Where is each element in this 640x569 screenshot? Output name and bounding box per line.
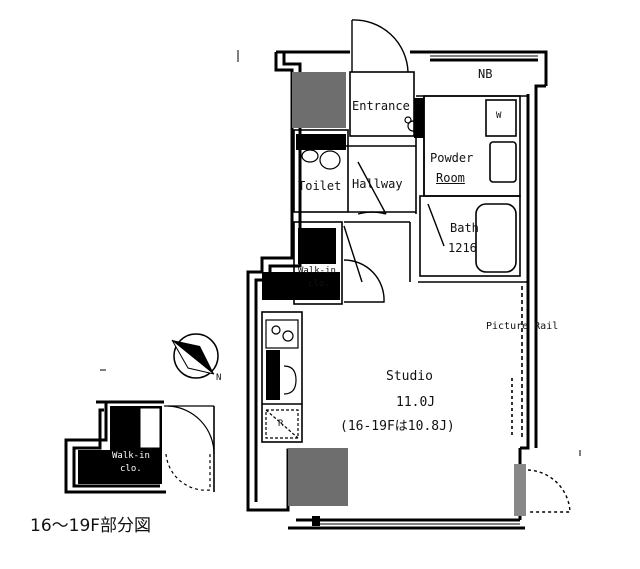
fridge-mark: R [278, 419, 284, 429]
hallway-door-swing [343, 225, 363, 283]
inset-caption: 16～19F部分図 [30, 516, 152, 536]
toilet-tank [296, 134, 346, 150]
powder-room-label-line2: Room [436, 171, 465, 185]
walk-in-fill-upper [298, 228, 336, 264]
right-window-block [514, 464, 526, 516]
column-bottom-left [288, 448, 348, 506]
studio-size-label: 11.0J [396, 395, 436, 410]
bottom-sill [312, 516, 320, 526]
walk-in-label-line1: Walk-in [298, 266, 336, 276]
solid-wall-blocks [262, 72, 526, 526]
bath-door-swing [427, 203, 445, 247]
interior-walls [261, 71, 528, 443]
north-compass-icon [171, 333, 219, 379]
column-top-left [292, 72, 346, 128]
walk-in-fill-lower [262, 272, 340, 300]
powder-room-label-line1: Powder [430, 151, 474, 165]
studio-label: Studio [386, 369, 433, 384]
bath-label: Bath [450, 221, 479, 235]
inset-walk-in-label-line1: Walk-in [112, 451, 150, 461]
entrance-label: Entrance [352, 99, 410, 113]
walk-in-door-swing [343, 259, 385, 303]
grid-ticks [100, 50, 581, 456]
toilet-label: Toilet [298, 179, 342, 193]
entry-door-swing [351, 19, 409, 73]
kitchen-fixtures [265, 319, 299, 439]
balcony-door-swing [527, 469, 571, 513]
inset-walk-in-label-line2: clo. [120, 464, 142, 474]
inset-plan [64, 400, 215, 494]
toilet-door-swing [357, 161, 387, 215]
compass-north-mark: N [216, 373, 222, 383]
bath-size-label: 1216 [448, 241, 477, 255]
entrance-pillar [414, 98, 424, 138]
walk-in-label-line2: clo. [308, 279, 330, 289]
door-swings [343, 19, 571, 513]
toilet-fixtures [301, 116, 419, 170]
washer-mark: W [496, 111, 502, 121]
nb-label: NB [478, 67, 493, 81]
studio-note-label: (16-19Fは10.8J) [340, 419, 455, 434]
picture-rail-label: Picture Rail [486, 321, 559, 332]
kitchen-counter-dark [266, 350, 280, 400]
hallway-label: Hallway [352, 177, 403, 191]
windows [320, 55, 538, 525]
